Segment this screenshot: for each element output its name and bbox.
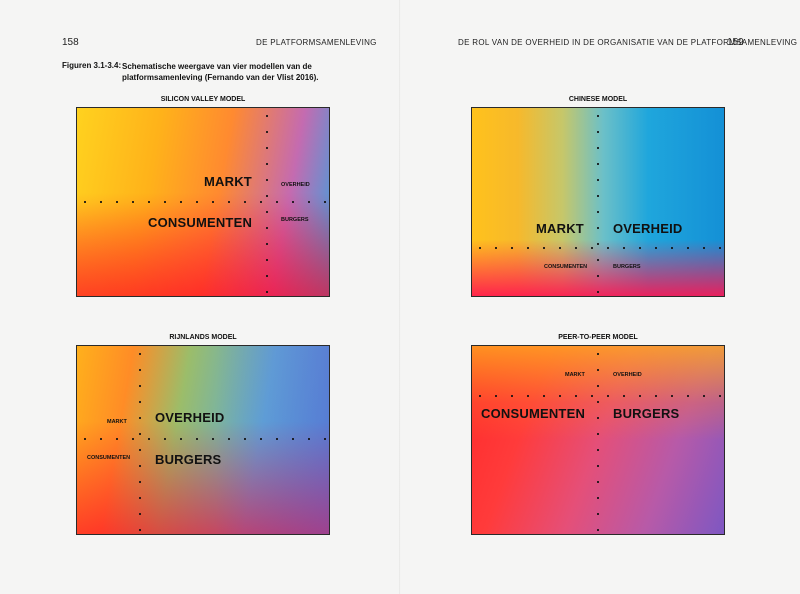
peer-to-peer-markt-label: MARKT [565,372,585,378]
peer-to-peer-overheid-label: OVERHEID [613,372,642,378]
figure-caption: Schematische weergave van vier modellen … [122,62,319,82]
rijnlands-consumenten-label: CONSUMENTEN [87,455,131,461]
chinese-model-panel: MARKT OVERHEID CONSUMENTEN BURGERS [471,107,725,297]
silicon-valley-consumenten-label: CONSUMENTEN [148,215,253,230]
rijnlands-overheid-label: OVERHEID [155,410,225,425]
peer-to-peer-model-panel: MARKT OVERHEID CONSUMENTEN BURGERS [471,345,725,535]
peer-to-peer-vertical-divider [597,346,599,534]
peer-to-peer-burgers-label: BURGERS [613,406,680,421]
rijnlands-model-panel: MARKT OVERHEID CONSUMENTEN BURGERS [76,345,330,535]
running-head-right: DE ROL VAN DE OVERHEID IN DE ORGANISATIE… [458,38,798,47]
chinese-horizontal-divider [472,247,724,249]
rijnlands-horizontal-divider [77,438,329,440]
rijnlands-model-title: RIJNLANDS MODEL [169,334,237,341]
page-number-left: 158 [62,37,79,48]
chinese-model-title: CHINESE MODEL [568,96,628,103]
chinese-consumenten-label: CONSUMENTEN [544,264,588,270]
chinese-burgers-label: BURGERS [613,264,641,270]
rijnlands-vertical-divider [139,346,141,534]
rijnlands-burgers-label: BURGERS [155,452,222,467]
book-gutter [399,0,401,594]
silicon-valley-title: SILICON VALLEY MODEL [160,96,246,103]
chinese-overheid-label: OVERHEID [613,221,683,236]
silicon-valley-horizontal-divider [77,201,329,203]
figure-label: Figuren 3.1-3.4: [62,61,122,70]
peer-to-peer-horizontal-divider [472,395,724,397]
peer-to-peer-model-title: PEER-TO-PEER MODEL [558,334,638,341]
silicon-valley-burgers-label: BURGERS [281,217,309,223]
chinese-vertical-divider [597,108,599,296]
silicon-valley-panel: MARKT CONSUMENTEN OVERHEID BURGERS [76,107,330,297]
silicon-valley-overheid-label: OVERHEID [281,182,310,188]
peer-to-peer-consumenten-label: CONSUMENTEN [481,406,586,421]
chinese-markt-label: MARKT [536,221,584,236]
running-head-left: DE PLATFORMSAMENLEVING [256,38,377,47]
page-number-right: 159 [727,37,744,48]
rijnlands-shading [77,346,329,534]
silicon-valley-markt-label: MARKT [204,174,252,189]
rijnlands-markt-label: MARKT [107,419,127,425]
